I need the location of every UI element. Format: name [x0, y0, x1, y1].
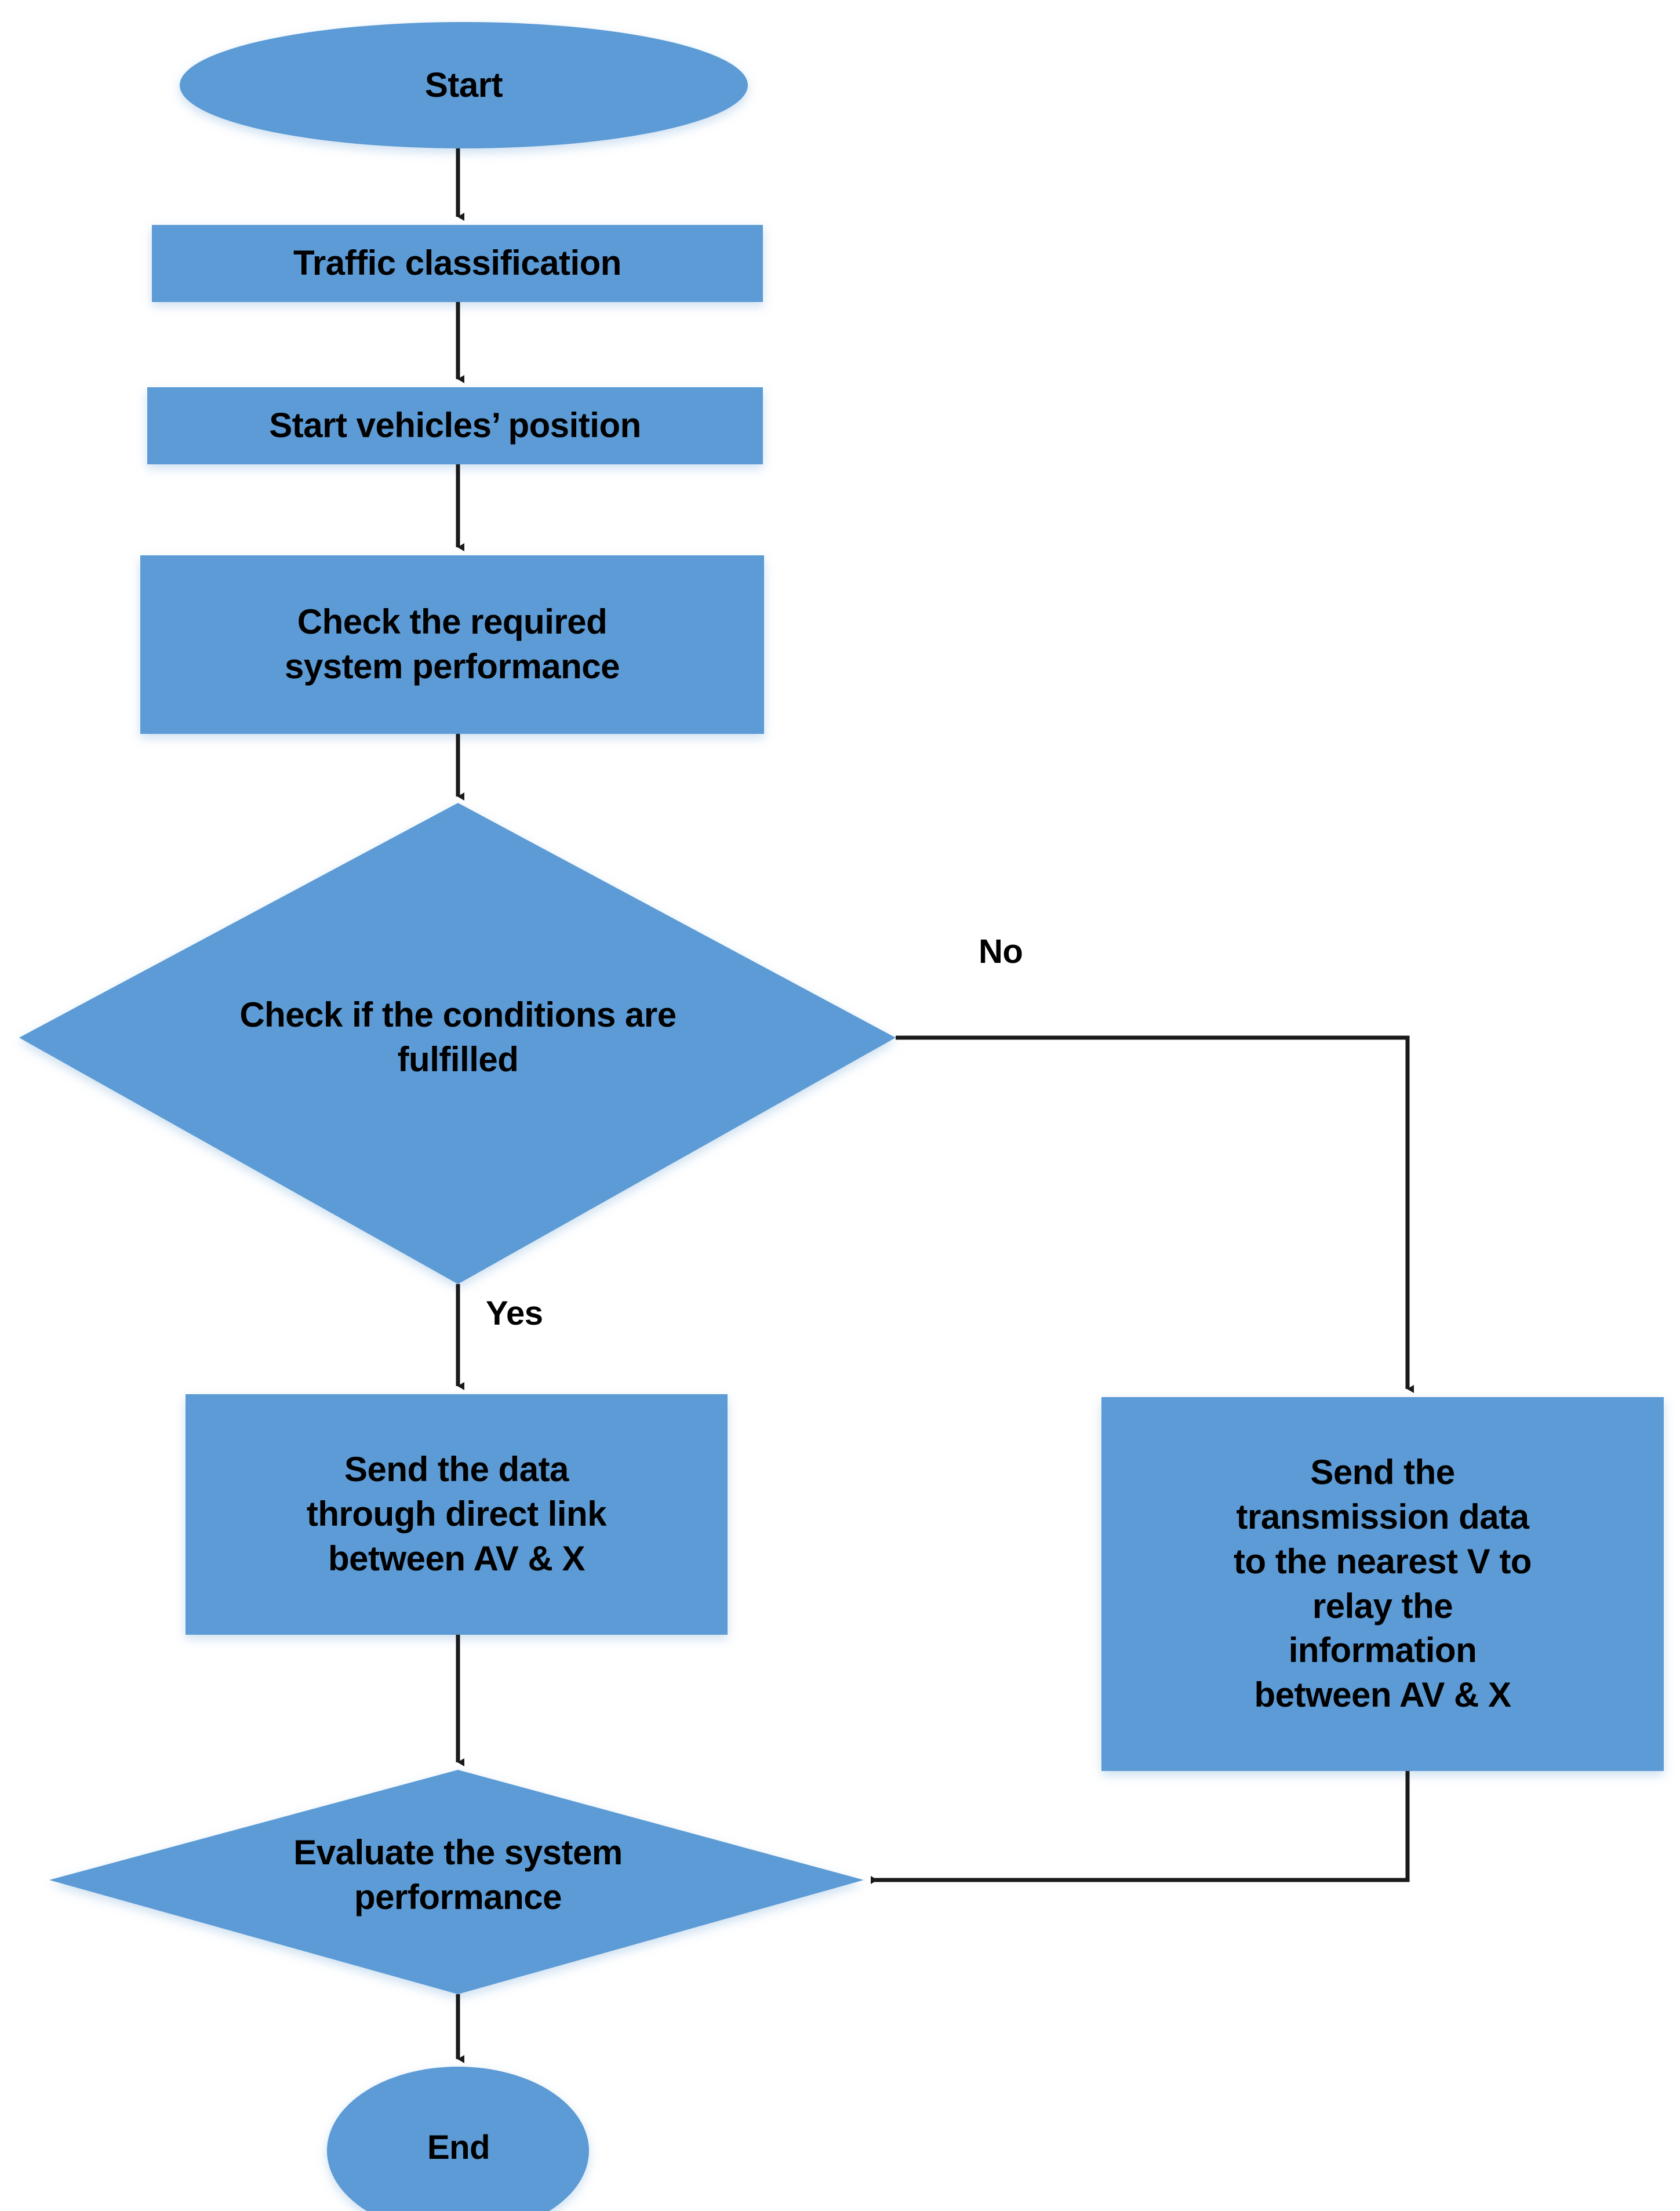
node-shape-send-data-direct-link[interactable]: [186, 1394, 728, 1635]
node-shape-start-vehicles-position[interactable]: [147, 387, 763, 464]
node-shape-start[interactable]: [180, 22, 748, 148]
connector-decision-no-to-send-relay: [896, 1035, 1414, 1393]
node-shape-evaluate-system-performance[interactable]: [49, 1770, 864, 1994]
edge-label-yes: Yes: [486, 1294, 543, 1332]
connector-send-relay-to-evaluate: [871, 1771, 1410, 1884]
node-shape-traffic-classification[interactable]: [152, 225, 763, 302]
node-shape-end[interactable]: [327, 2067, 589, 2211]
edge-label-no: No: [979, 933, 1023, 970]
node-shape-send-transmission-data-relay[interactable]: [1101, 1397, 1664, 1771]
node-shape-check-conditions-decision[interactable]: [19, 803, 896, 1284]
node-shape-check-required-system-performance[interactable]: [140, 555, 764, 734]
